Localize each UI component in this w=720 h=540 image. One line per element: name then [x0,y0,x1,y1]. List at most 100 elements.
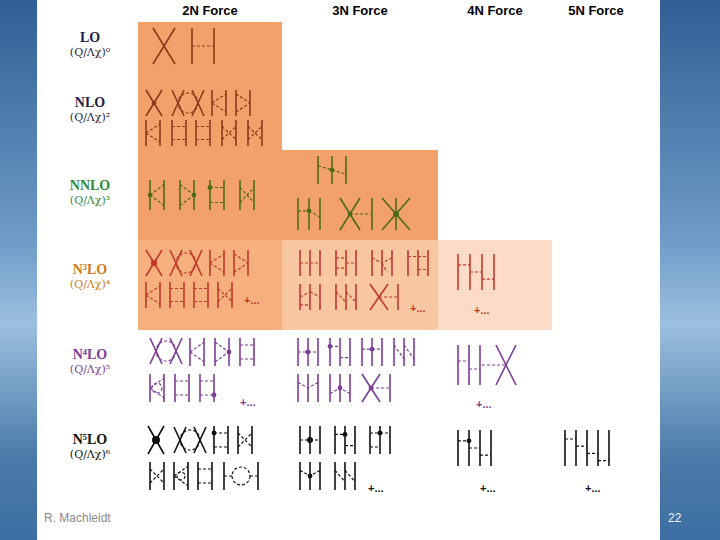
order-power: (Q/Λχ)⁵ [70,364,110,377]
more-terms: +... [476,398,492,411]
nucleon-line [345,284,347,310]
nucleon-line [457,430,459,466]
feynman-diagram [408,250,428,276]
vertex-dot [378,431,383,436]
feynman-diagram [458,254,494,290]
pion-line [598,460,609,461]
nucleon-line [170,338,182,364]
nucleon-line [199,374,201,402]
pion-line [458,264,470,265]
pion-line [336,292,346,302]
feynman-diagram [150,374,164,402]
pion-line [345,470,355,481]
nucleon-line [146,250,162,276]
more-terms: +... [480,482,496,495]
pion-line [170,288,184,289]
nucleon-line [193,282,195,308]
feynman-diagram [382,198,410,230]
nucleon-line [148,426,164,454]
author-name: R. Machleidt [44,512,111,526]
nucleon-line [381,338,383,366]
pion-line [238,433,252,447]
nucleon-line [371,338,373,366]
pion-line [240,358,254,359]
feynman-diagram [212,90,226,116]
feynman-diagram [192,28,214,64]
pion-line [382,263,387,272]
nucleon-line [391,250,393,276]
pion-line [300,304,310,305]
vertex-dot [330,168,335,173]
nucleon-line [417,250,419,276]
nucleon-line [319,250,321,276]
nucleon-line [209,120,211,146]
feynman-diagram [318,156,346,184]
pion-line [370,446,380,447]
vertex-dot [212,431,217,436]
pion-line [198,468,212,469]
feynman-diagram [146,90,162,116]
pion-line [248,127,262,140]
nucleon-line [188,374,190,402]
nucleon-line [490,430,492,466]
pion-line [346,262,356,263]
feynman-diagram [458,345,480,385]
nucleon-line [227,426,229,454]
nucleon-line [309,284,311,310]
pion-line [194,301,208,302]
nucleon-line [253,180,255,210]
pion-line [379,296,398,297]
nucleon-line [564,430,566,466]
pion-loop [232,467,250,485]
pion-line [214,446,228,447]
order-cell [282,240,438,330]
nucleon-line [237,426,239,454]
nucleon-line [345,156,347,184]
pion-line [482,364,506,365]
pion-line [234,263,248,272]
pion-line [350,213,372,214]
pion-line [150,469,164,483]
pion-line [190,342,204,352]
vertex-dot [148,193,153,198]
column-header: 3N Force [332,4,388,19]
pion-line [248,127,262,140]
feynman-diagram [370,426,390,454]
pion-line [371,387,390,388]
order-cell [138,240,282,330]
nucleon-line [317,338,319,366]
nucleon-line [371,250,373,276]
nucleon-line [209,180,211,210]
pion-line [196,126,210,127]
vertex-dot [152,101,157,106]
nucleon-line [389,426,391,454]
feynman-diagram [298,374,318,402]
feynman-diagram [340,198,372,230]
nucleon-line [192,90,204,116]
nucleon-line [185,120,187,146]
nucleon-line [457,345,459,385]
pion-line [210,263,224,272]
pion-line [198,482,212,483]
feynman-diagram [298,338,318,366]
more-terms: +... [368,482,384,495]
feynman-diagram [362,338,382,366]
pion-line [310,292,320,297]
feynman-diagram [215,338,231,366]
pion-line [150,469,164,483]
pion-line [222,127,236,140]
feynman-diagram [190,338,204,366]
feynman-diagram [175,374,189,402]
nucleon-line [349,374,351,402]
nucleon-line [192,90,204,116]
pion-line [180,195,194,206]
vertex-dot [393,211,399,217]
pion-line [150,195,164,206]
nucleon-line [335,284,337,310]
nucleon-line [334,426,336,454]
feynman-diagram [240,338,254,366]
pion-line [222,127,236,140]
slide-panel [37,0,660,540]
feynman-diagram [148,180,164,210]
column-header: 2N Force [182,4,238,19]
